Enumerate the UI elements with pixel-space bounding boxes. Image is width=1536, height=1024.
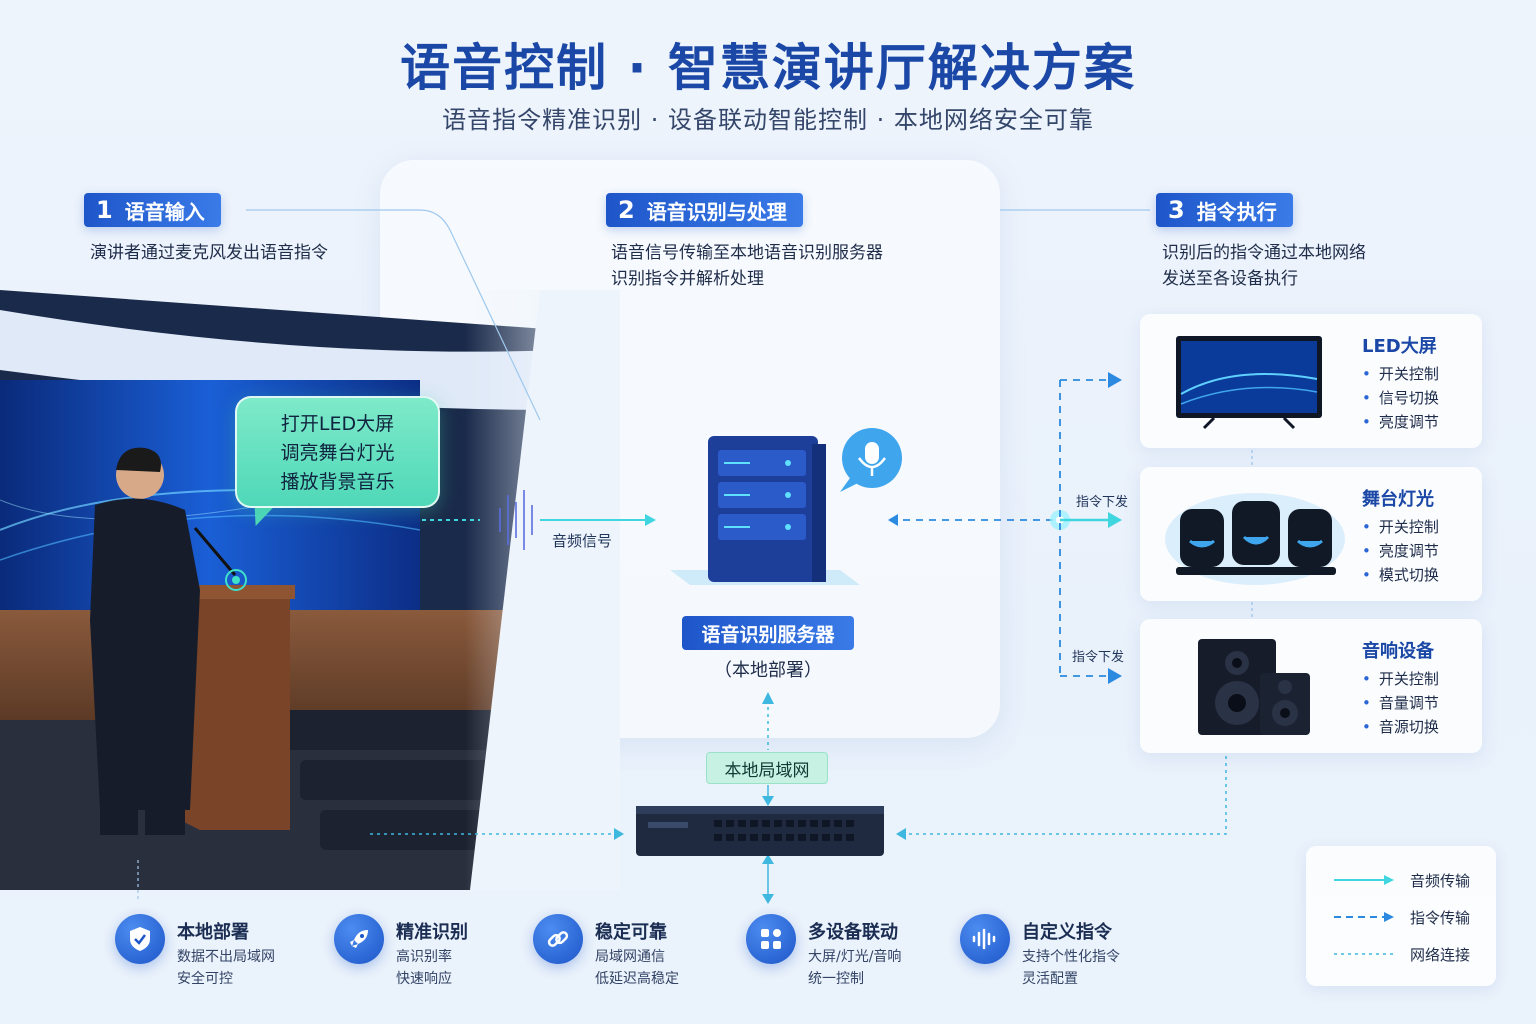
- feature-desc-line: 数据不出局域网: [177, 949, 275, 965]
- device-card-audio: 音响设备 开关控制 音量调节 音源切换: [1140, 619, 1482, 753]
- step-3-desc-line: 发送至各设备执行: [1162, 269, 1298, 289]
- device-feature-list: 开关控制 音量调节 音源切换: [1362, 667, 1439, 739]
- legend-item-audio: 音频传输: [1410, 872, 1471, 890]
- link-icon: [533, 914, 583, 964]
- feature-desc-line: 灵活配置: [1022, 971, 1078, 987]
- device-feature: 开关控制: [1362, 515, 1439, 539]
- feature-desc: 支持个性化指令 灵活配置: [1022, 946, 1120, 990]
- command-label: 指令下发: [1072, 650, 1125, 665]
- feature-accurate: 精准识别 高识别率 快速响应: [334, 912, 534, 992]
- page-subtitle: 语音指令精准识别 · 设备联动智能控制 · 本地网络安全可靠: [442, 106, 1094, 134]
- legend-swatches: [1334, 875, 1394, 955]
- speech-bubble: 打开LED大屏 调亮舞台灯光 播放背景音乐: [235, 396, 440, 508]
- feature-desc-line: 安全可控: [177, 971, 233, 987]
- step-1-desc: 演讲者通过麦克风发出语音指令: [90, 240, 328, 266]
- feature-custom-command: 自定义指令 支持个性化指令 灵活配置: [960, 912, 1160, 992]
- feature-desc-line: 低延迟高稳定: [595, 971, 679, 987]
- step-2-label: 语音识别与处理: [646, 199, 787, 224]
- device-title: 音响设备: [1362, 641, 1434, 662]
- feature-desc-line: 大屏/灯光/音响: [808, 949, 902, 965]
- step-3-tag: 3 指令执行: [1156, 193, 1293, 227]
- step-3-number: 3: [1168, 196, 1185, 224]
- device-feature: 信号切换: [1362, 386, 1439, 410]
- led-screen-icon: [1176, 336, 1322, 430]
- command-label: 指令下发: [1076, 495, 1129, 510]
- device-card-led: LED大屏 开关控制 信号切换 亮度调节: [1140, 314, 1482, 448]
- feature-stable: 稳定可靠 局域网通信 低延迟高稳定: [533, 912, 733, 992]
- step-2-desc-line: 语音信号传输至本地语音识别服务器: [611, 243, 883, 263]
- step-3-desc: 识别后的指令通过本地网络 发送至各设备执行: [1162, 240, 1366, 292]
- feature-title: 自定义指令: [1022, 922, 1112, 943]
- feature-desc: 局域网通信 低延迟高稳定: [595, 946, 679, 990]
- server-label: 语音识别服务器: [682, 616, 854, 650]
- speech-line: 打开LED大屏: [280, 413, 395, 435]
- waveform-icon: [960, 914, 1010, 964]
- speech-line: 调亮舞台灯光: [280, 442, 395, 464]
- device-feature: 亮度调节: [1362, 410, 1439, 434]
- stage-light-icon: [1165, 493, 1345, 585]
- feature-title: 精准识别: [396, 922, 468, 943]
- feature-title: 稳定可靠: [595, 922, 667, 943]
- network-switch-icon: [636, 806, 884, 856]
- device-feature: 亮度调节: [1362, 539, 1439, 563]
- feature-desc: 数据不出局域网 安全可控: [177, 946, 275, 990]
- device-feature: 音量调节: [1362, 691, 1439, 715]
- step-1-desc-line: 演讲者通过麦克风发出语音指令: [90, 243, 328, 263]
- device-title: 舞台灯光: [1362, 489, 1434, 510]
- feature-multi-device: 多设备联动 大屏/灯光/音响 统一控制: [746, 912, 946, 992]
- device-feature: 开关控制: [1362, 362, 1439, 386]
- feature-desc: 大屏/灯光/音响 统一控制: [808, 946, 901, 990]
- feature-desc-line: 快速响应: [396, 971, 452, 987]
- grid-icon: [746, 914, 796, 964]
- speech-line: 播放背景音乐: [280, 471, 395, 493]
- feature-desc-line: 统一控制: [808, 971, 864, 987]
- device-card-lighting: 舞台灯光 开关控制 亮度调节 模式切换: [1140, 467, 1482, 601]
- step-3-label: 指令执行: [1196, 199, 1277, 224]
- step-3-desc-line: 识别后的指令通过本地网络: [1162, 243, 1366, 263]
- shield-icon: [115, 914, 165, 964]
- step-1-label: 语音输入: [124, 199, 205, 224]
- feature-desc-line: 支持个性化指令: [1022, 949, 1120, 965]
- feature-desc-line: 高识别率: [396, 949, 452, 965]
- step-2-tag: 2 语音识别与处理: [606, 193, 803, 227]
- feature-title: 本地部署: [177, 922, 249, 943]
- legend: 音频传输 指令传输 网络连接: [1306, 846, 1496, 986]
- feature-desc: 高识别率 快速响应: [396, 946, 452, 990]
- step-1-number: 1: [96, 196, 113, 224]
- device-title: LED大屏: [1362, 336, 1437, 357]
- legend-item-command: 指令传输: [1410, 909, 1471, 927]
- step-2-desc: 语音信号传输至本地语音识别服务器 识别指令并解析处理: [611, 240, 883, 292]
- feature-desc-line: 局域网通信: [595, 949, 665, 965]
- audio-signal-label: 音频信号: [552, 532, 613, 550]
- step-2-number: 2: [618, 196, 635, 224]
- device-feature: 音源切换: [1362, 715, 1439, 739]
- device-feature: 模式切换: [1362, 563, 1439, 587]
- device-feature: 开关控制: [1362, 667, 1439, 691]
- server-icon: [670, 428, 902, 585]
- rocket-icon: [334, 914, 384, 964]
- lan-label: 本地局域网: [706, 752, 828, 784]
- step-2-desc-line: 识别指令并解析处理: [611, 269, 764, 289]
- feature-local-deploy: 本地部署 数据不出局域网 安全可控: [115, 912, 315, 992]
- device-feature-list: 开关控制 信号切换 亮度调节: [1362, 362, 1439, 434]
- speaker-icon: [1198, 639, 1310, 735]
- page-title: 语音控制 · 智慧演讲厅解决方案: [400, 39, 1136, 97]
- legend-item-network: 网络连接: [1410, 946, 1471, 964]
- server-sub-label: （本地部署）: [714, 660, 822, 681]
- device-feature-list: 开关控制 亮度调节 模式切换: [1362, 515, 1439, 587]
- feature-title: 多设备联动: [808, 922, 898, 943]
- step-1-tag: 1 语音输入: [84, 193, 221, 227]
